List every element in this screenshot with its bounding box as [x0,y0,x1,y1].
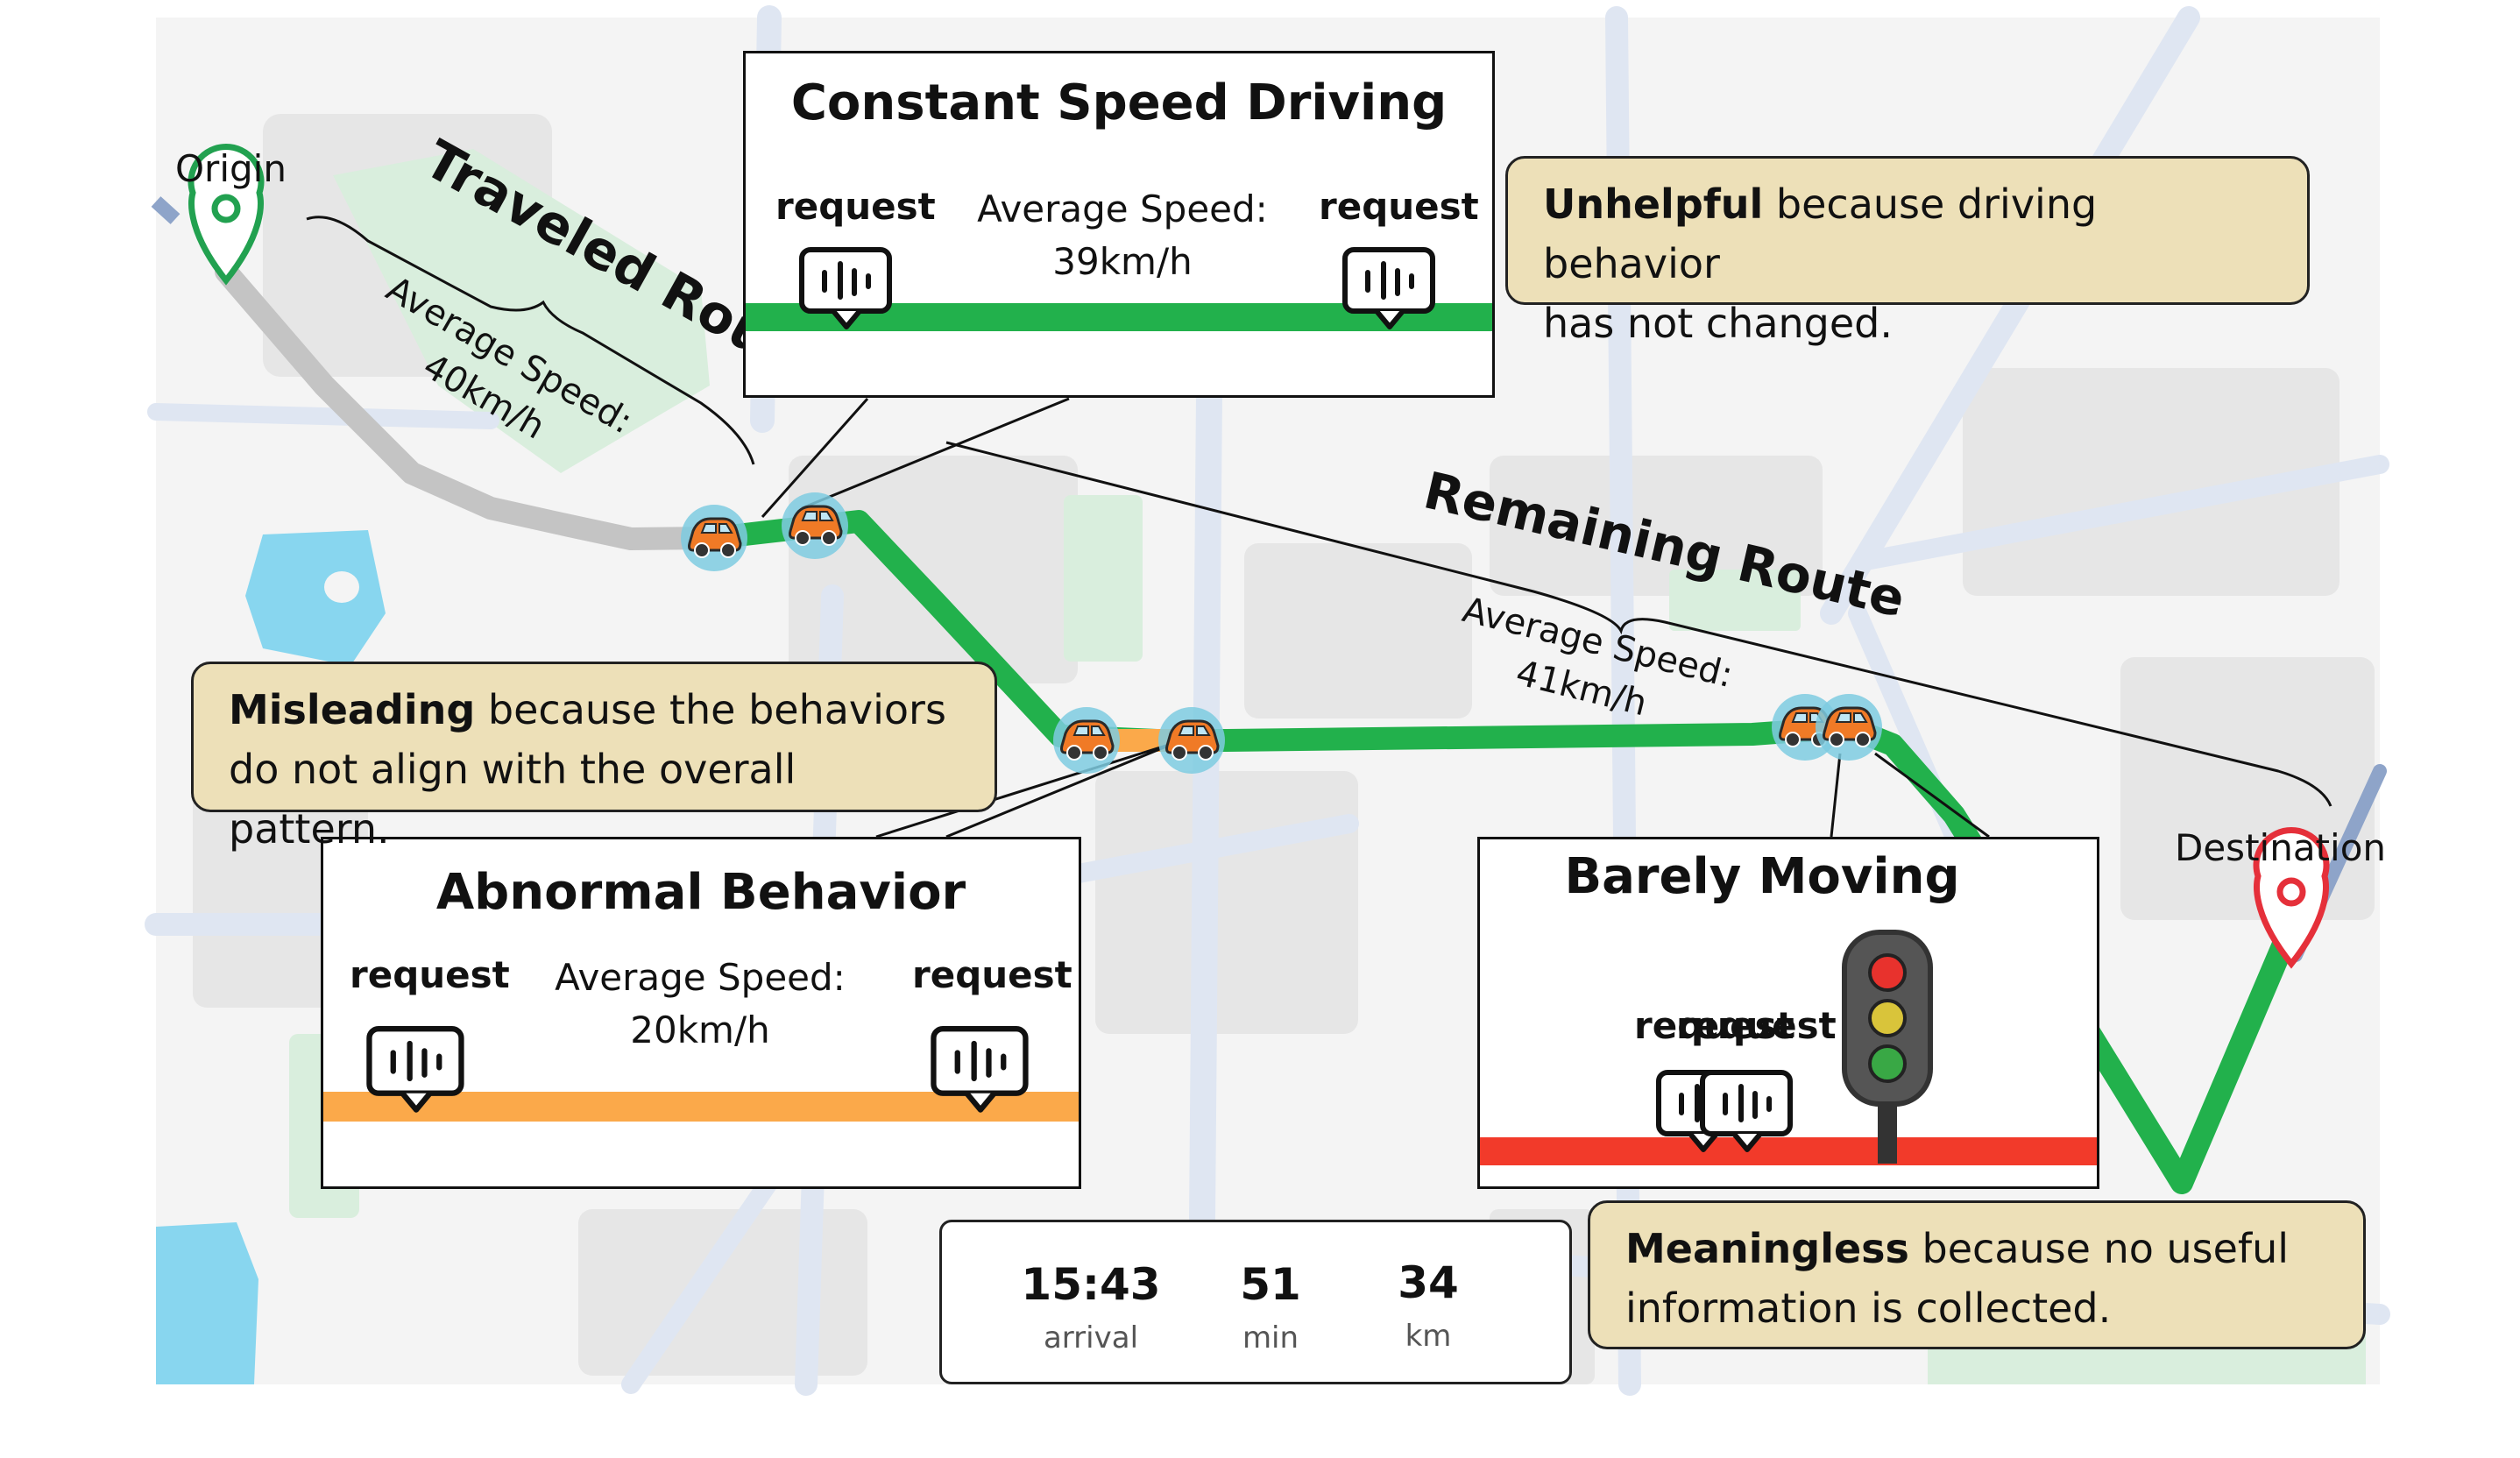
misleading-note-line1: because the behaviors [475,686,946,733]
constant-callout-pointer [761,397,1070,518]
eta-distance-value: 34 [1398,1257,1459,1308]
eta-arrival-unit: arrival [1043,1320,1139,1355]
barely-request-left-label: request [1634,1004,1794,1047]
meaningless-note-line1: because no useful [1908,1225,2290,1272]
abnormal-speed-text: Average Speed: 20km/h [542,952,858,1057]
misleading-note-line2: do not align with the overall pattern. [229,746,796,853]
car-marker-icon [782,492,848,559]
remaining-route-bracket [945,441,2332,807]
car-marker-icon [1816,694,1882,761]
abnormal-request-right-label: request [912,953,1072,996]
request-signal-icon [931,1026,1029,1113]
origin-label: Origin [175,147,287,190]
eta-panel: 15:43 arrival 51 min 34 km [939,1220,1572,1384]
traveled-route-line [215,260,726,550]
constant-speed-label: Average Speed: [977,188,1268,230]
abnormal-speed-label: Average Speed: [555,956,846,999]
barely-moving-bar [1480,1137,2097,1165]
car-marker-icon [1158,707,1225,774]
car-marker-icon [1053,707,1120,774]
constant-speed-title: Constant Speed Driving [790,74,1448,131]
destination-pin-icon [2253,827,2330,969]
constant-speed-value: 39km/h [1052,240,1193,283]
eta-duration: 51 min [1205,1259,1336,1355]
request-signal-icon [1700,1070,1793,1152]
origin-pin-icon [188,144,265,286]
eta-distance-unit: km [1405,1319,1452,1354]
abnormal-request-left-label: request [350,953,510,996]
barely-moving-callout: Barely Moving request request [1477,837,2099,1189]
unhelpful-note-line1: because driving behavior [1543,180,2098,287]
eta-arrival-value: 15:43 [1021,1259,1161,1310]
traveled-route-bracket [306,216,755,465]
abnormal-behavior-callout: Abnormal Behavior request request Averag… [321,837,1081,1189]
eta-duration-value: 51 [1240,1259,1301,1310]
abnormal-speed-value: 20km/h [630,1009,770,1051]
request-signal-icon [366,1026,464,1113]
eta-duration-unit: min [1242,1320,1299,1355]
constant-speed-text: Average Speed: 39km/h [965,183,1280,288]
constant-request-right-label: request [1319,185,1479,228]
meaningless-note-line2: information is collected. [1625,1285,2112,1332]
misleading-note: Misleading because the behaviors do not … [191,662,997,853]
constant-request-left-label: request [775,185,936,228]
eta-distance: 34 km [1363,1257,1494,1354]
abnormal-speed-bar [323,1092,1079,1122]
unhelpful-note: Unhelpful because driving behavior has n… [1505,156,2310,347]
eta-arrival: 15:43 arrival [1012,1259,1170,1355]
meaningless-note: Meaningless because no useful informatio… [1588,1200,2366,1349]
misleading-note-bold: Misleading [229,686,476,733]
request-signal-icon [1342,247,1435,329]
car-marker-icon [681,505,747,571]
traffic-light-icon [1842,930,1933,1164]
barely-moving-title: Barely Moving [1564,848,1960,905]
barely-request-right-label: request [1676,1004,1837,1047]
unhelpful-note-bold: Unhelpful [1543,180,1764,228]
abnormal-behavior-title: Abnormal Behavior [435,864,966,921]
unhelpful-note-line2: has not changed. [1543,300,1893,347]
abnormal-callout-pointer [875,734,1193,839]
barely-callout-pointer [1830,752,1990,839]
meaningless-note-bold: Meaningless [1625,1225,1909,1272]
request-signal-icon [799,247,892,329]
destination-label: Destination [2175,826,2386,869]
constant-speed-callout: Constant Speed Driving request request A… [743,51,1495,398]
